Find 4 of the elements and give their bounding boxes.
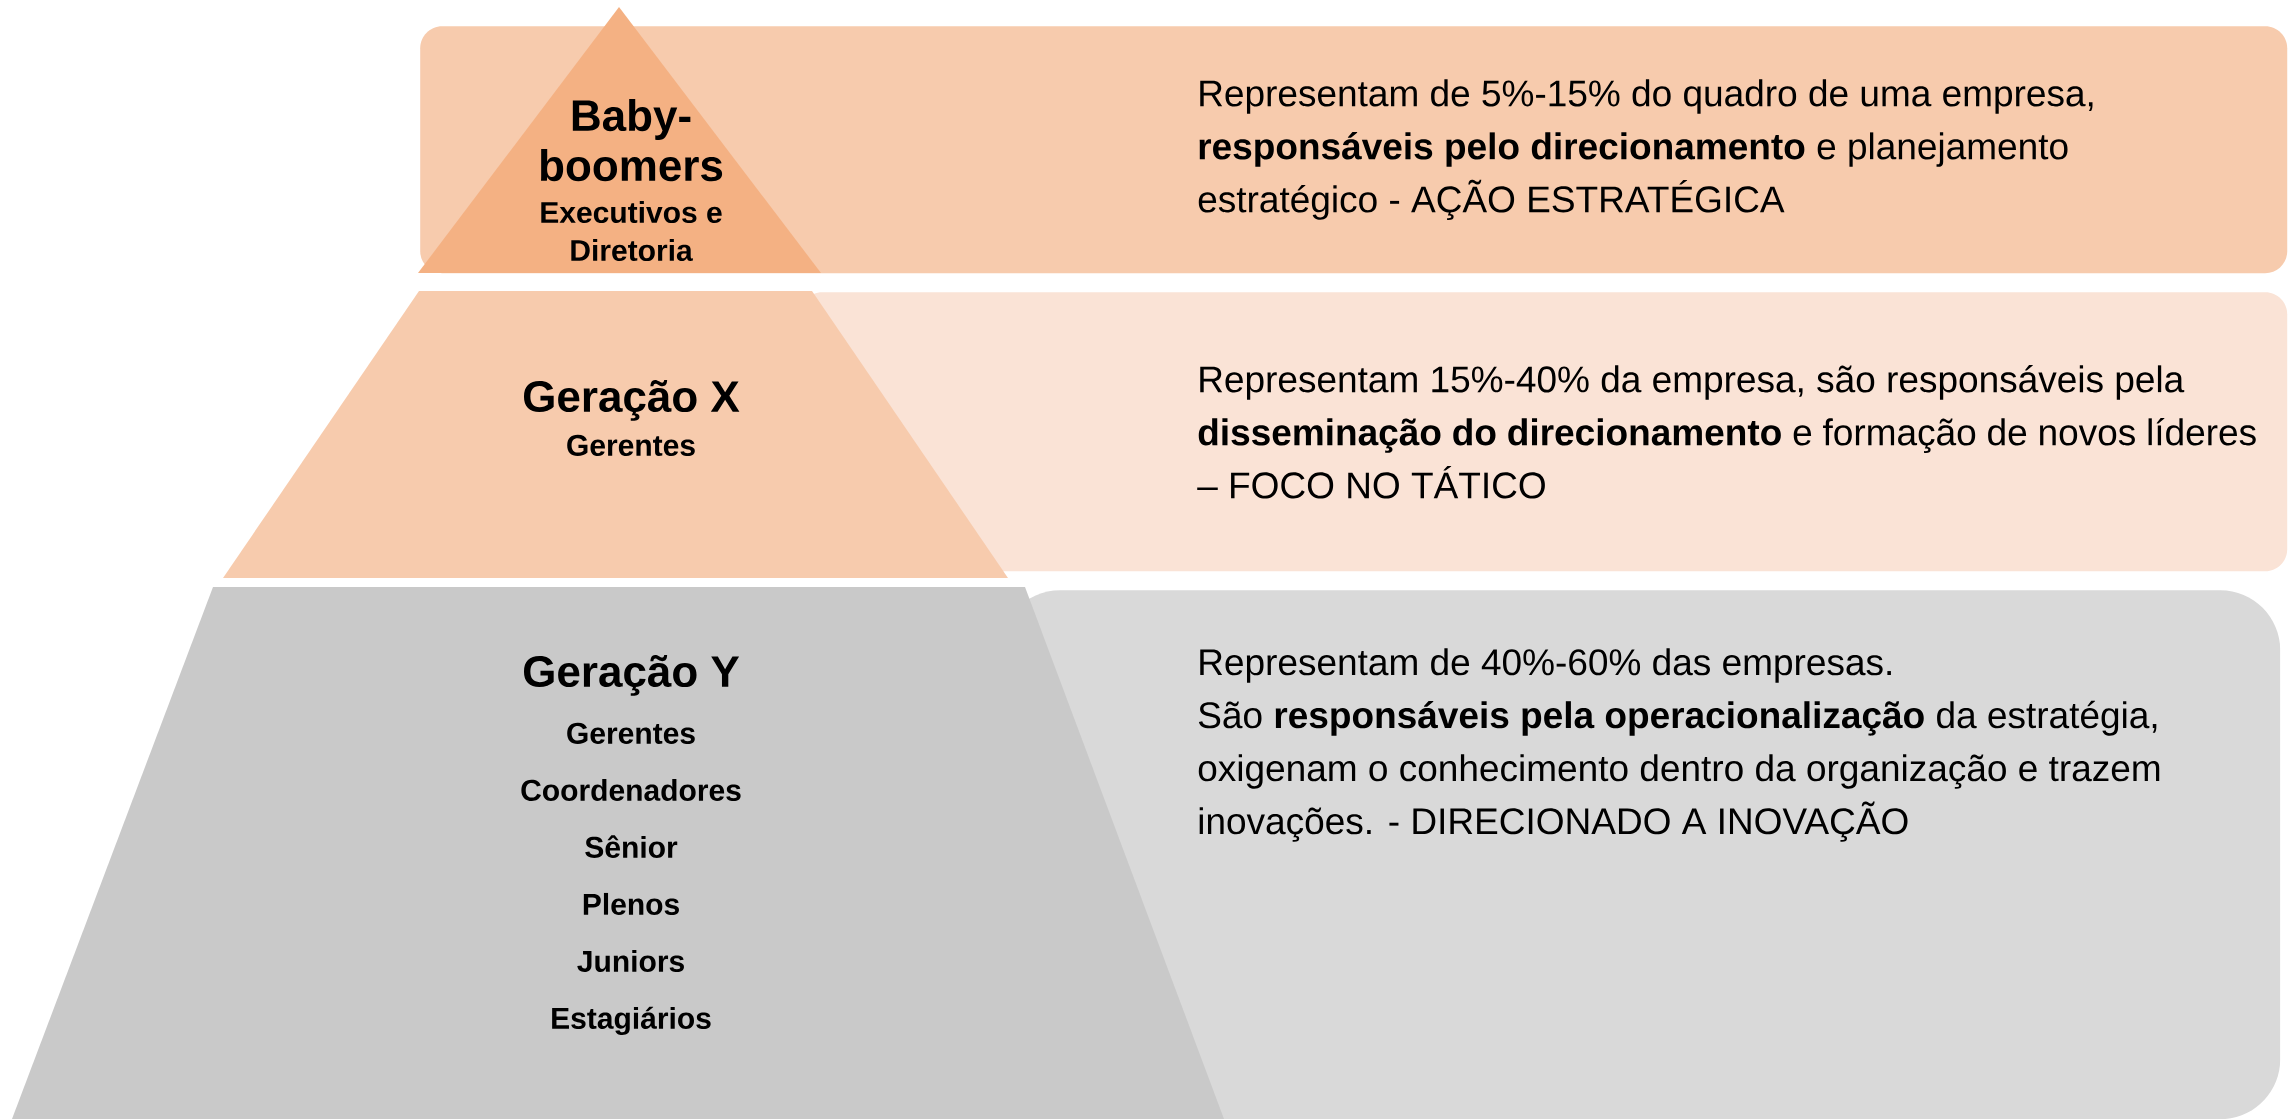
description-band: Representam 15%-40% da empresa, são responsáveis pela disseminação do direcionamento e formação de novos líderes – FOCO NO TÁTICO xyxy=(800,292,2288,572)
pyramid-tier: Geração X Gerentes xyxy=(223,291,1008,578)
description-band: Representam de 40%-60% das empresas. São responsáveis pela operacionalização da estratégia, oxigenam o conhecimento dentro da organização e trazem inovações. - DIRECIONADO A INOVAÇÃO xyxy=(1000,590,2281,1119)
pyramid-tier: Baby-boomers Executivos e Diretoria xyxy=(418,7,821,273)
